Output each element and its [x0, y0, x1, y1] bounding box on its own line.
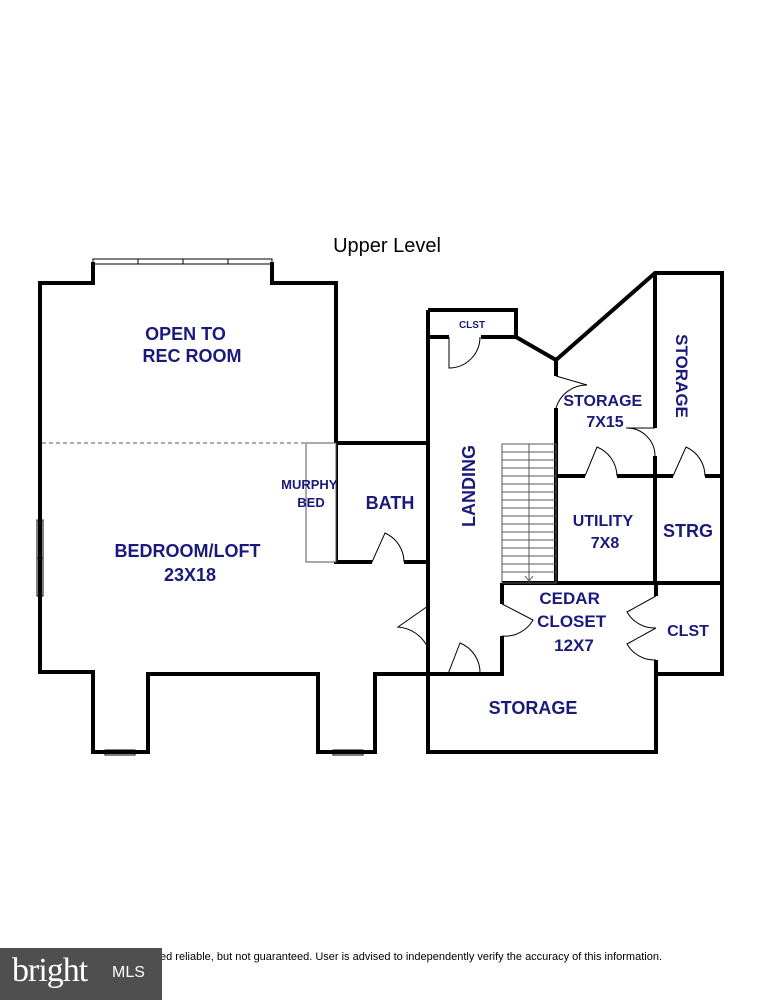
bright-mls-logo: bright MLS: [0, 948, 162, 1000]
logo-suffix: MLS: [112, 964, 145, 981]
label-storage-7x15: STORAGE 7X15: [563, 393, 646, 431]
label-bedroom: BEDROOM/LOFT 23X18: [114, 541, 265, 585]
label-open-to: OPEN TO REC ROOM: [143, 324, 242, 366]
room-labels: OPEN TO REC ROOM BEDROOM/LOFT 23X18 MURP…: [114, 320, 713, 718]
label-clst-top: CLST: [459, 320, 485, 331]
logo-word: bright: [12, 952, 88, 989]
windows: [36, 258, 364, 756]
murphy-bed: [305, 442, 337, 563]
label-murphy-bed: MURPHY BED: [281, 477, 341, 510]
stairs: [501, 443, 557, 584]
label-cedar-closet: CEDAR CLOSET 12X7: [537, 589, 611, 655]
disclaimer-text: ed reliable, but not guaranteed. User is…: [160, 951, 663, 963]
label-storage-vertical: STORAGE: [672, 334, 691, 418]
label-landing: LANDING: [459, 445, 479, 527]
label-storage-bottom: STORAGE: [489, 698, 578, 718]
plan-title: Upper Level: [333, 235, 441, 257]
doors: [371, 336, 706, 675]
label-strg: STRG: [663, 521, 713, 541]
label-utility: UTILITY 7X8: [573, 513, 638, 552]
label-clst-right: CLST: [667, 623, 709, 640]
label-bath: BATH: [366, 493, 415, 513]
